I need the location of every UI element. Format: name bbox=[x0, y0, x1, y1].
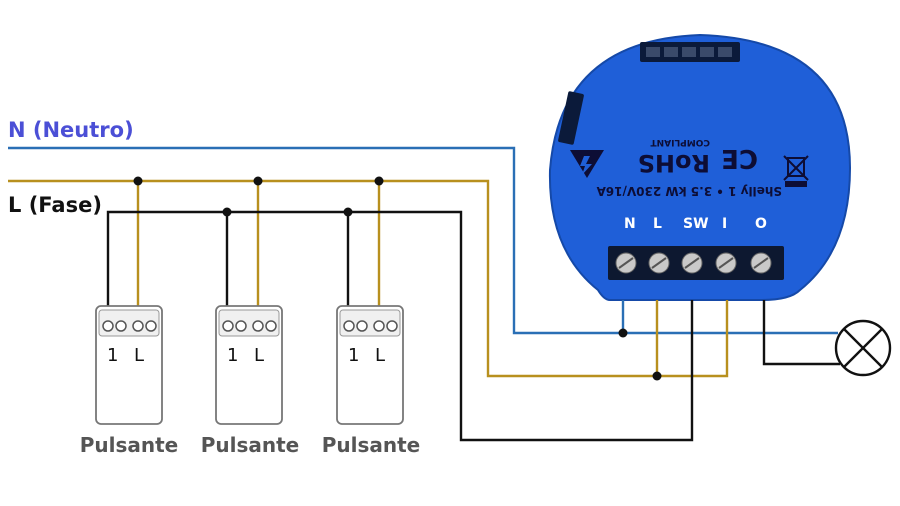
pushbutton: 1 L bbox=[336, 305, 404, 425]
lamp-icon bbox=[834, 319, 892, 377]
terminal-label-n: N bbox=[624, 216, 636, 232]
compliant-mark: COMPLIANT bbox=[650, 137, 710, 147]
pushbutton-caption: Pulsante bbox=[201, 433, 300, 457]
junction-dot bbox=[253, 176, 263, 186]
screw-sw bbox=[681, 252, 703, 274]
phase-label: L (Fase) bbox=[8, 193, 102, 217]
module-model-text: Shelly 1 • 3.5 kW 230V/16A bbox=[596, 184, 782, 198]
junction-dot bbox=[618, 328, 628, 338]
terminal-label-i: I bbox=[722, 216, 727, 232]
terminal-l-label: L bbox=[375, 345, 385, 366]
screw-terminals bbox=[615, 252, 772, 274]
screw-o bbox=[750, 252, 772, 274]
neutral-wire bbox=[8, 146, 625, 335]
phase-wire-input bbox=[657, 300, 729, 378]
junction-dot bbox=[222, 207, 232, 217]
terminal-l-label: L bbox=[134, 345, 144, 366]
output-wire bbox=[762, 300, 840, 366]
relay-module: Shelly 1 • 3.5 kW 230V/16A RoHS COMPLIAN… bbox=[548, 33, 852, 301]
terminal-label-sw: SW bbox=[683, 216, 709, 232]
module-body bbox=[548, 33, 852, 301]
terminal-1-label: 1 bbox=[107, 345, 118, 366]
pushbutton: 1 L bbox=[215, 305, 283, 425]
pushbutton: 1 L bbox=[95, 305, 163, 425]
pushbutton-caption: Pulsante bbox=[80, 433, 179, 457]
shelly-logo-icon bbox=[570, 150, 604, 178]
switch-wire bbox=[106, 210, 694, 442]
junction-dot bbox=[374, 176, 384, 186]
weee-bin-icon bbox=[783, 155, 809, 187]
terminal-label-o: O bbox=[755, 216, 767, 232]
junction-dot bbox=[343, 207, 353, 217]
terminal-1-label: 1 bbox=[348, 345, 359, 366]
terminal-label-l: L bbox=[653, 216, 662, 232]
screw-i bbox=[715, 252, 737, 274]
junction-dot bbox=[133, 176, 143, 186]
module-terminal-labels: N L SW I O bbox=[624, 216, 767, 232]
screw-n bbox=[615, 252, 637, 274]
pushbutton-caption: Pulsante bbox=[322, 433, 421, 457]
ce-mark: CE bbox=[721, 143, 758, 173]
rohs-mark: RoHS bbox=[638, 149, 710, 177]
terminal-l-label: L bbox=[254, 345, 264, 366]
junction-dot bbox=[652, 371, 662, 381]
terminal-1-label: 1 bbox=[227, 345, 238, 366]
screw-l bbox=[648, 252, 670, 274]
neutral-label: N (Neutro) bbox=[8, 118, 134, 142]
phase-wire bbox=[8, 179, 659, 378]
side-connector bbox=[558, 91, 584, 145]
